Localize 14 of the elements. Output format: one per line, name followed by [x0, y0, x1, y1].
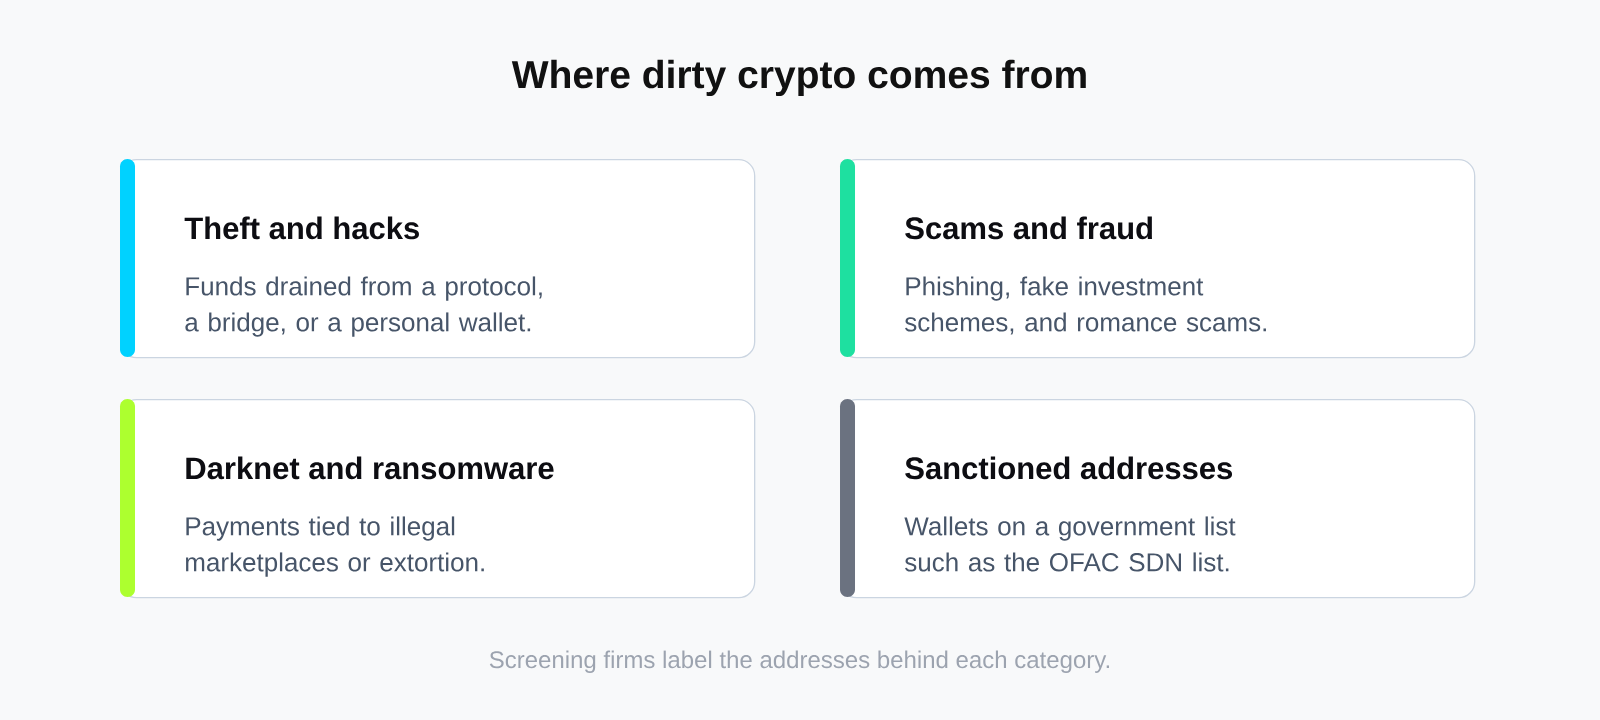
card-text: Phishing, fake investment schemes, and romance scams. [905, 276, 1266, 335]
card [840, 159, 1476, 359]
card-text: Wallets on a government list such as the OFAC SDN list. [904, 516, 1236, 572]
card-text: Funds drained from a protocol, a bridge, or a personal wallet. [185, 276, 542, 337]
title: Where dirty crypto comes from [511, 59, 1086, 97]
card-text: Payments tied to illegal marketplaces or extortion. [186, 516, 484, 577]
card-heading: Darknet and ransomware [186, 456, 554, 480]
card [120, 399, 756, 599]
card [840, 399, 1476, 599]
caption: Screening firms label the addresses behind each category. [489, 650, 1109, 673]
card-heading: Scams and fraud [905, 216, 1152, 240]
card [120, 159, 756, 359]
card-heading: Theft and hacks [184, 216, 419, 240]
card-heading: Sanctioned addresses [905, 456, 1232, 480]
